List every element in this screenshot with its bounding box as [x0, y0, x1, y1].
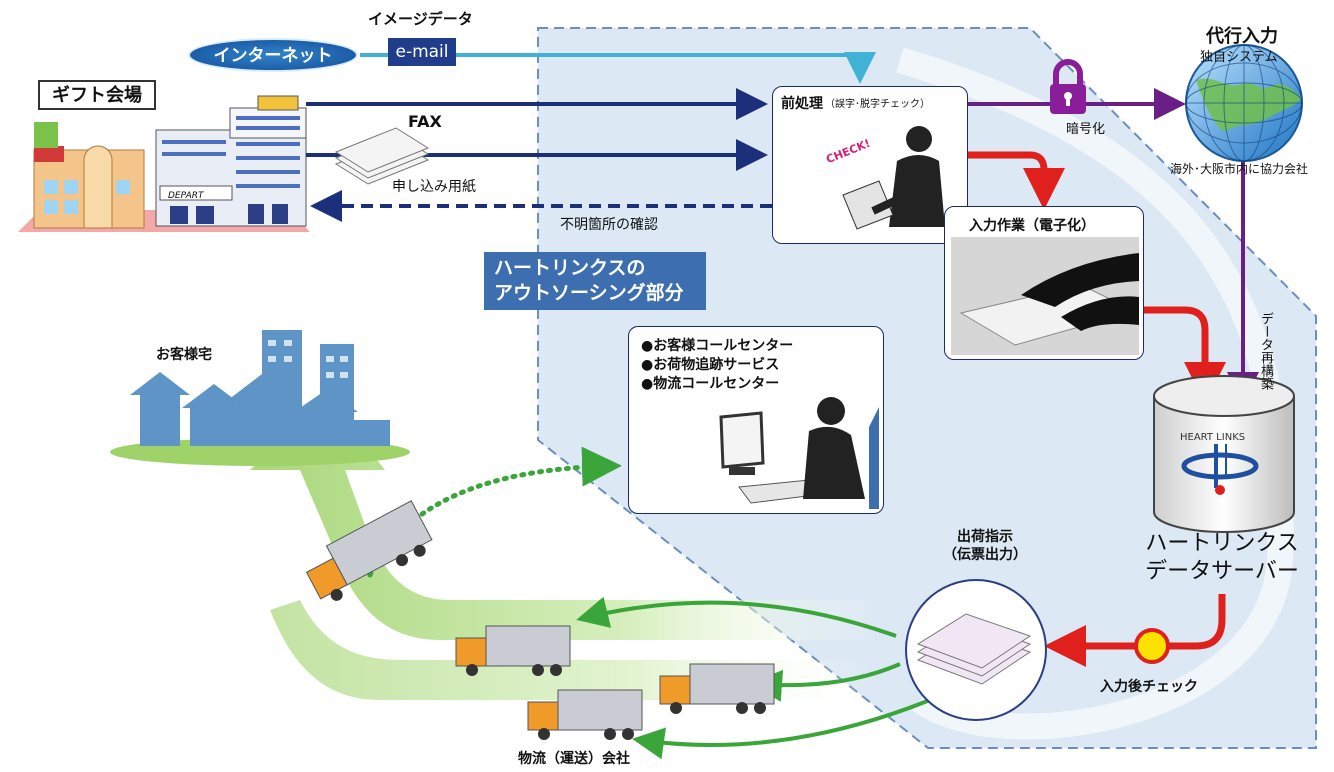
logistics-company-label: 物流（運送）会社 — [518, 751, 630, 767]
to-server-arrow — [1140, 306, 1226, 404]
shipping-instruction-label: 出荷指示 （伝票出力） — [940, 528, 1030, 564]
town-silhouette — [130, 330, 390, 446]
service-item-tracking: ●お荷物追跡サービス — [641, 357, 780, 373]
panel-curve-band — [896, 47, 1294, 740]
email-flow-arrow — [360, 52, 876, 84]
preprocess-title: 前処理 — [781, 96, 823, 112]
outsourcing-title-line1: ハートリンクスの — [494, 257, 646, 279]
server-name-line1: ハートリンクス — [1145, 531, 1299, 556]
own-system-label: 独自システム — [1200, 50, 1278, 65]
data-rebuild-label: データ再構築 — [1258, 312, 1273, 390]
application-form-label: 申し込み用紙 — [392, 179, 476, 195]
data-server-cylinder — [1153, 375, 1295, 533]
padlock-icon — [1050, 59, 1086, 114]
dispatch-arrow-1 — [576, 596, 897, 638]
outsourcing-title: ハートリンクスの アウトソーシング部分 — [484, 252, 706, 310]
application-form-stack-icon — [334, 127, 430, 185]
truck-icon-1 — [455, 625, 571, 676]
unclear-check-label: 不明箇所の確認 — [560, 217, 658, 233]
preprocess-box: 前処理 （誤字･脱字チェック） CHECK! — [772, 86, 968, 244]
truck-icon-tilted — [305, 500, 433, 601]
image-data-label: イメージデータ — [368, 10, 473, 28]
gift-hall-label: ギフト会場 — [38, 80, 156, 110]
fax-label: FAX — [408, 112, 442, 131]
partners-label: 海外･大阪市内に協力会社 — [1170, 162, 1309, 176]
preprocess-subtitle: （誤字･脱字チェック） — [825, 99, 930, 110]
outsourcing-title-line2: アウトソーシング部分 — [494, 282, 684, 304]
invoice-slips-icon — [916, 613, 1032, 685]
email-badge: e-mail — [388, 38, 456, 66]
check-point-icon — [1134, 628, 1170, 664]
globe-icon — [1185, 44, 1303, 162]
shipping-line2: （伝票出力） — [943, 547, 1027, 563]
server-name-line2: データサーバー — [1145, 559, 1299, 584]
internet-badge: インターネット — [188, 38, 358, 72]
server-name: ハートリンクス データサーバー — [1132, 530, 1312, 586]
depart-sign: DEPART — [168, 191, 204, 201]
server-to-check-arrow — [1044, 594, 1226, 667]
encryption-label: 暗号化 — [1066, 122, 1106, 137]
dispatch-arrow-3 — [632, 698, 931, 760]
service-item-logistics-call: ●物流コールセンター — [641, 376, 780, 392]
operator-icon — [719, 397, 879, 509]
service-item-call-center: ●お客様コールセンター — [641, 338, 794, 354]
truck-icon-2 — [659, 663, 775, 714]
input-work-title: 入力作業（電子化） — [969, 218, 1095, 234]
shipping-line1: 出荷指示 — [957, 529, 1013, 545]
to-input-work-arrow — [966, 151, 1065, 210]
checker-person-icon — [842, 126, 945, 230]
keyboard-hands-icon — [951, 237, 1139, 355]
input-work-box: 入力作業（電子化） — [944, 206, 1144, 360]
truck-icon-3 — [527, 689, 643, 740]
post-input-check-label: 入力後チェック — [1100, 679, 1198, 695]
dispatch-arrow-2 — [750, 662, 901, 702]
service-box: ●お客様コールセンター ●お荷物追跡サービス ●物流コールセンター — [628, 326, 884, 514]
server-logo-text: HEART LINKS — [1180, 432, 1246, 443]
customer-home-label: お客様宅 — [156, 347, 212, 363]
proxy-input-label: 代行入力 — [1206, 26, 1278, 47]
